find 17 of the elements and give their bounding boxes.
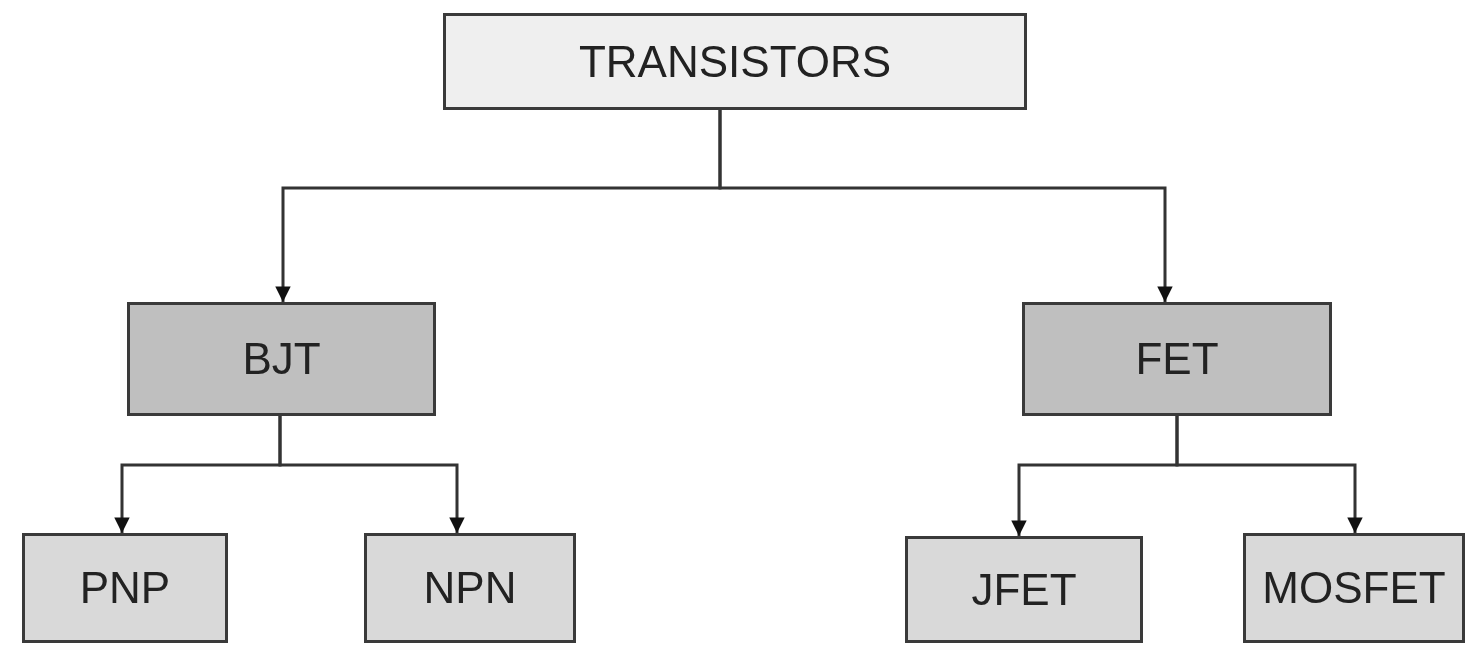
category-box — [22, 533, 228, 643]
box-label: MOSFET — [1262, 563, 1446, 613]
box-label: BJT — [242, 334, 321, 384]
box-label: FET — [1135, 334, 1219, 384]
category-box — [905, 536, 1143, 643]
category-box — [127, 302, 436, 416]
box-label: PNP — [79, 563, 171, 613]
box-label: NPN — [423, 563, 517, 613]
category-box — [443, 13, 1027, 110]
category-box — [364, 533, 576, 643]
connector-arrow — [1175, 416, 1363, 533]
connector-arrow — [718, 110, 1173, 302]
category-box — [1243, 533, 1465, 643]
connector-arrow — [278, 416, 465, 533]
box-label: TRANSISTORS — [578, 36, 892, 87]
category-box — [1022, 302, 1332, 416]
box-label: JFET — [971, 564, 1077, 615]
